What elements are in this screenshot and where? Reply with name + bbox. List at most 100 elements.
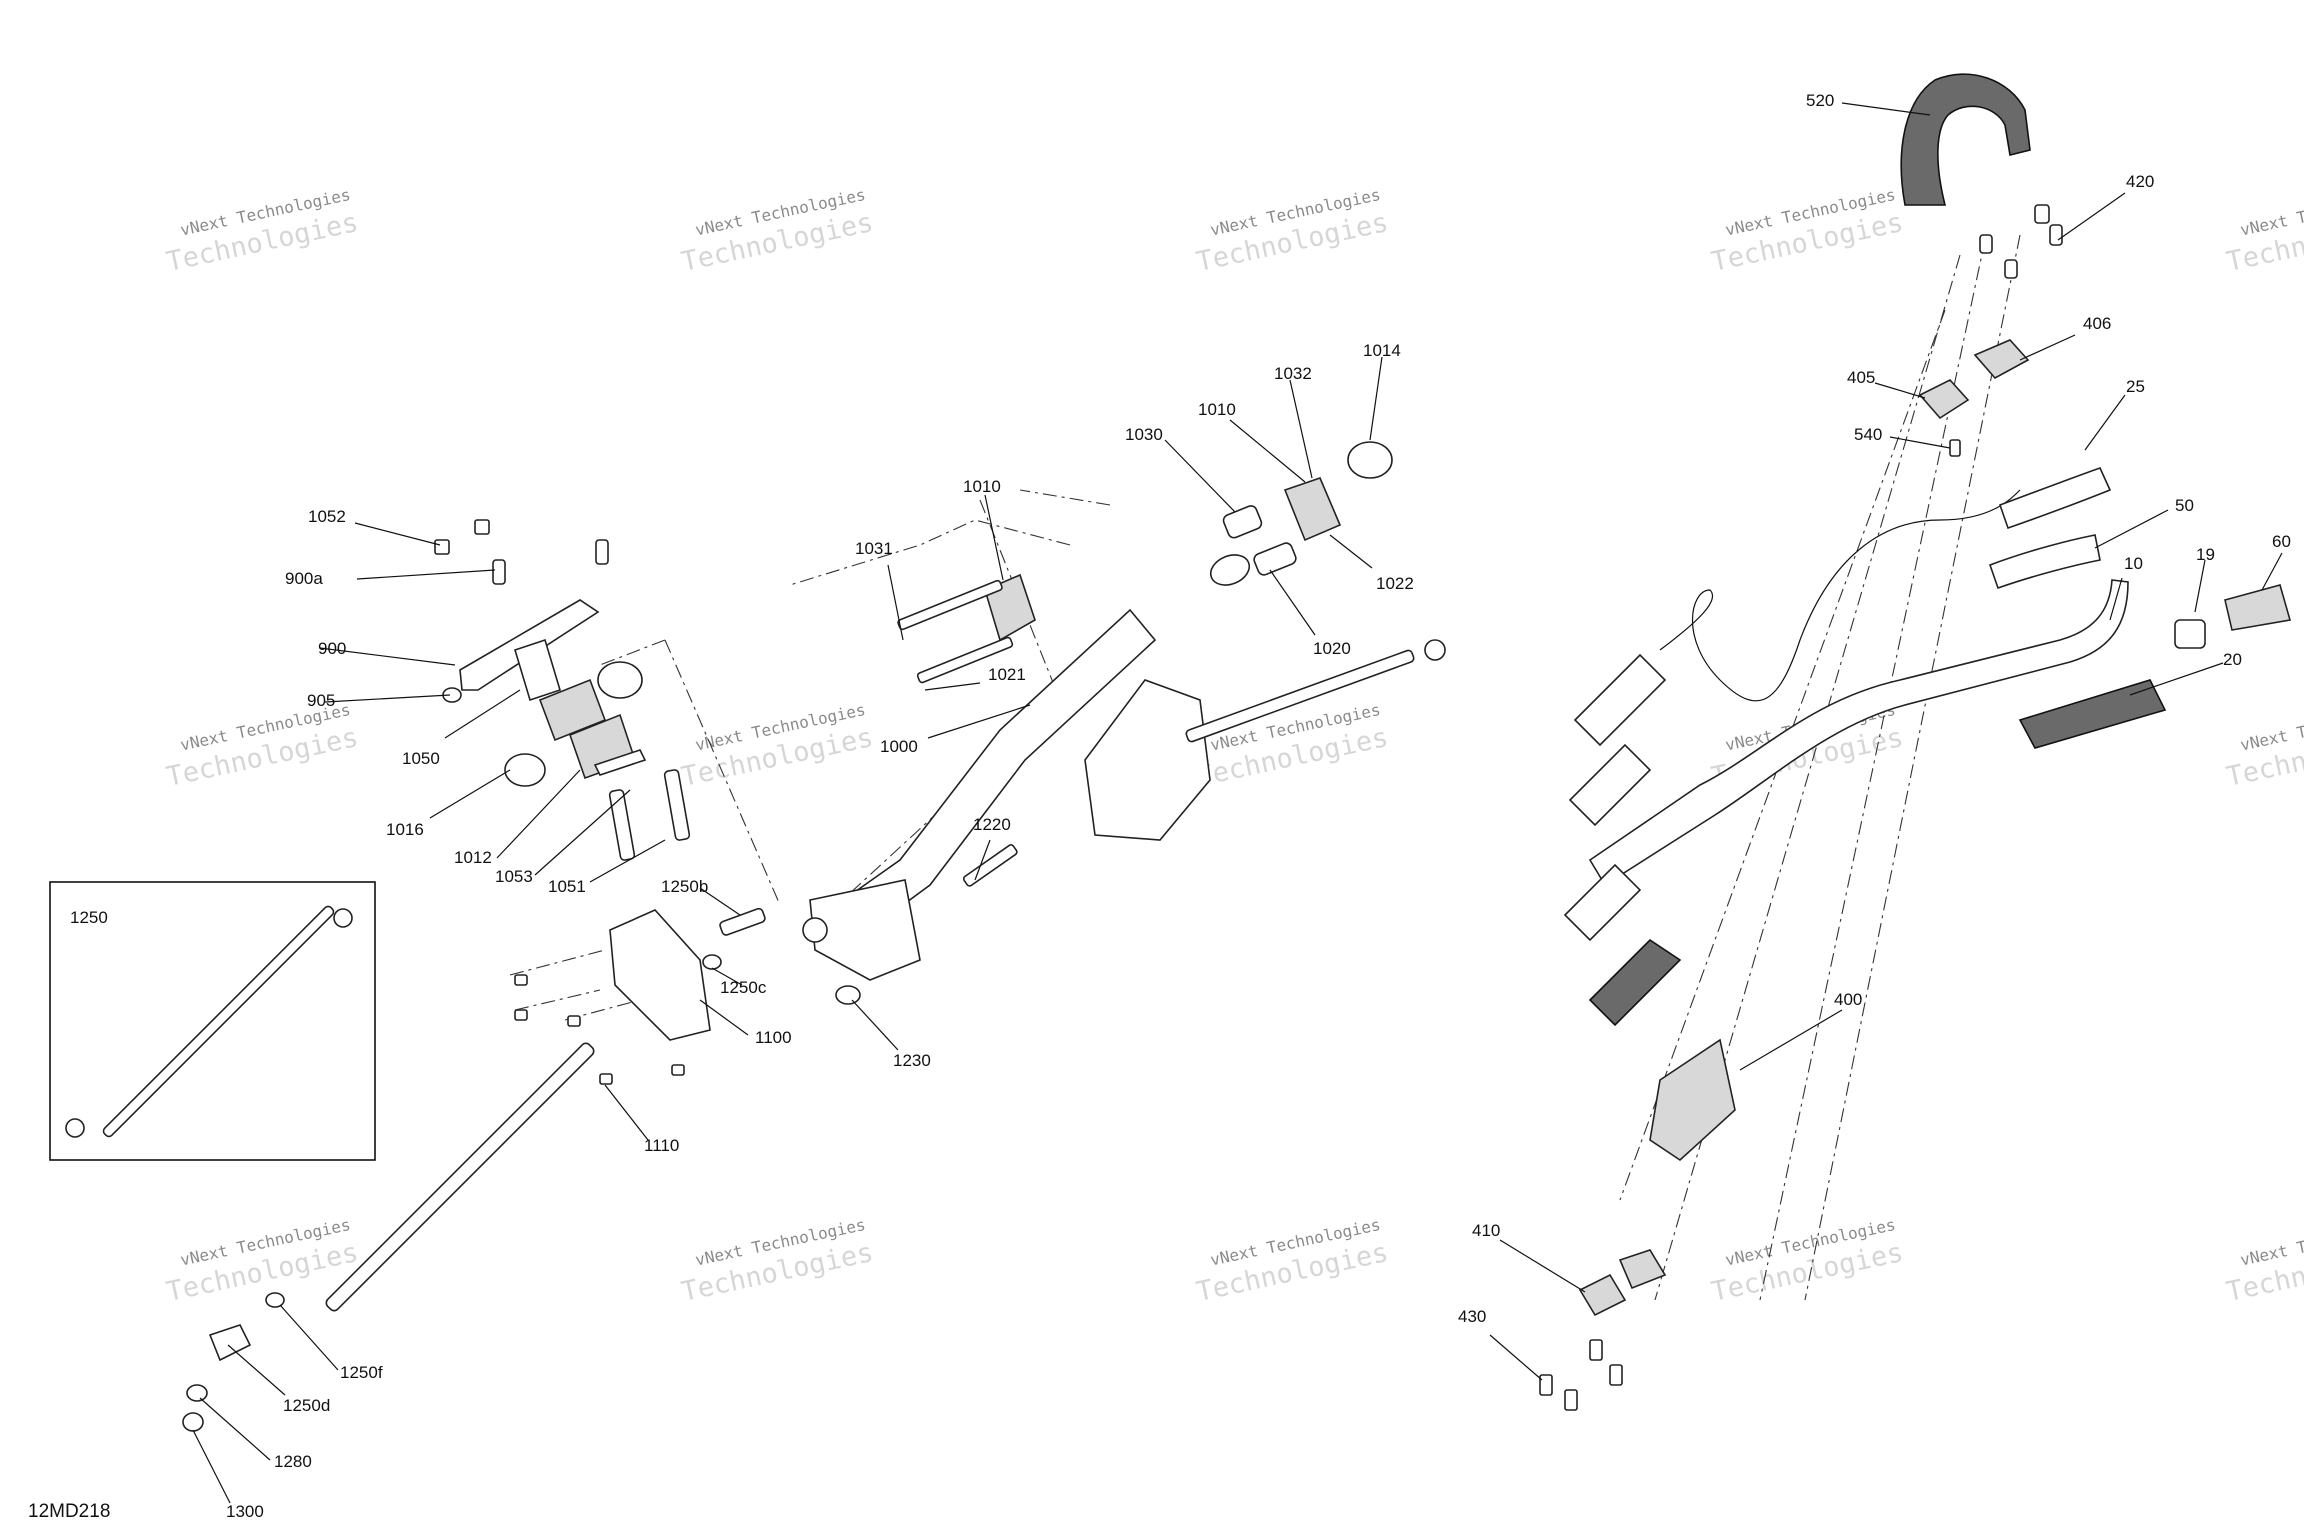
bracket-1010	[1283, 477, 1342, 542]
callout-1250d: 1250d	[283, 1396, 330, 1415]
seal-1016	[504, 753, 546, 787]
callout-60: 60	[2272, 532, 2291, 551]
clamp-406	[1973, 339, 2030, 380]
callout-1010a: 1010	[1198, 400, 1236, 419]
pin-1051	[663, 769, 691, 841]
axis-line	[664, 639, 781, 906]
callout-25: 25	[2126, 377, 2145, 396]
callout-1014: 1014	[1363, 341, 1401, 360]
tube-segment	[1563, 863, 1642, 942]
callout-1012: 1012	[454, 848, 492, 867]
axis-line	[509, 949, 606, 976]
callout-1300: 1300	[226, 1502, 264, 1521]
callout-1250c: 1250c	[720, 978, 767, 997]
bushing-1020	[1253, 542, 1297, 576]
cover-1100	[609, 909, 711, 1041]
handlebar-group	[1539, 73, 2292, 1411]
callout-400: 400	[1834, 990, 1862, 1009]
bolt-1031	[897, 579, 1003, 631]
axis-line	[514, 989, 601, 1011]
callout-1050: 1050	[402, 749, 440, 768]
rod-end-1250b	[719, 907, 766, 936]
tube-50	[1988, 534, 2101, 590]
axis-line	[1619, 309, 1946, 1201]
callout-1051: 1051	[548, 877, 586, 896]
nut-1250f	[265, 1292, 285, 1308]
callout-1020: 1020	[1313, 639, 1351, 658]
callout-20: 20	[2223, 650, 2242, 669]
callout-410: 410	[1472, 1221, 1500, 1240]
wiring-harness	[1659, 489, 2021, 702]
axis-line	[1019, 489, 1111, 506]
nut-1052	[474, 519, 490, 535]
rod-end	[65, 1118, 85, 1138]
callout-1030: 1030	[1125, 425, 1163, 444]
bolt-420	[1979, 204, 2063, 279]
callout-1010b: 1010	[963, 477, 1001, 496]
callout-10: 10	[2124, 554, 2143, 573]
callout-430: 430	[1458, 1307, 1486, 1326]
callout-1031: 1031	[855, 539, 893, 558]
callout-1052: 1052	[308, 507, 346, 526]
callout-1022: 1022	[1376, 574, 1414, 593]
callout-1021: 1021	[988, 665, 1026, 684]
axis-line	[809, 499, 1061, 931]
callout-405: 405	[1847, 368, 1875, 387]
nut-1300	[182, 1412, 204, 1432]
hand-guard-520	[1900, 73, 2031, 206]
handlebar-10	[1588, 579, 2129, 887]
rod-end-1250d	[208, 1324, 252, 1362]
seal-1014	[1347, 441, 1393, 479]
sleeve-19	[2174, 619, 2206, 649]
lower-steering-group	[182, 907, 766, 1432]
nut-1250c	[702, 954, 722, 970]
callout-1250b: 1250b	[661, 877, 708, 896]
callout-540: 540	[1854, 425, 1882, 444]
clamp-410	[1578, 1273, 1627, 1317]
bolt-1021	[916, 636, 1014, 684]
plate-1053	[593, 749, 647, 776]
tie-rod	[1185, 649, 1415, 743]
housing	[1084, 679, 1211, 841]
screw-540	[1949, 439, 1961, 457]
callout-1053: 1053	[495, 867, 533, 886]
screw-1110	[514, 974, 685, 1085]
leader-lines	[192, 102, 2283, 1504]
callout-19: 19	[2196, 545, 2215, 564]
washer-1280	[186, 1384, 208, 1402]
inset-frame	[49, 881, 376, 1161]
inset-label: 1250	[70, 908, 108, 927]
riser-400	[1649, 1038, 1736, 1162]
watermark-line1: vNext Technologies	[2239, 700, 2304, 755]
callout-1250f: 1250f	[340, 1363, 383, 1382]
callout-406: 406	[2083, 314, 2111, 333]
callout-900: 900	[318, 639, 346, 658]
tube-segment	[1568, 743, 1652, 827]
pin-1051	[608, 789, 636, 861]
ring-1020	[1209, 554, 1251, 586]
seal-1016	[597, 661, 643, 699]
rod-end	[1424, 639, 1446, 661]
pivot	[802, 917, 828, 943]
nut-1230	[835, 985, 861, 1005]
pin-900a	[595, 539, 609, 565]
callout-1100: 1100	[755, 1028, 792, 1047]
bolt-430	[1539, 1339, 1623, 1411]
callout-1000: 1000	[880, 737, 918, 756]
callout-1032: 1032	[1274, 364, 1312, 383]
axis-line	[1804, 234, 2021, 1301]
callout-1016: 1016	[386, 820, 424, 839]
callout-1110: 1110	[644, 1136, 679, 1155]
upper-support-group	[434, 519, 781, 906]
rod-end	[333, 908, 353, 928]
callout-1230: 1230	[893, 1051, 931, 1070]
axis-line	[789, 519, 1071, 586]
callout-520: 520	[1806, 91, 1834, 110]
clamp-410	[1618, 1249, 1667, 1290]
callout-1280: 1280	[274, 1452, 312, 1471]
grip-20	[2018, 679, 2167, 749]
bushing-1012	[538, 678, 607, 742]
axis-line	[1654, 254, 1961, 1301]
axis-line	[1759, 239, 1986, 1301]
